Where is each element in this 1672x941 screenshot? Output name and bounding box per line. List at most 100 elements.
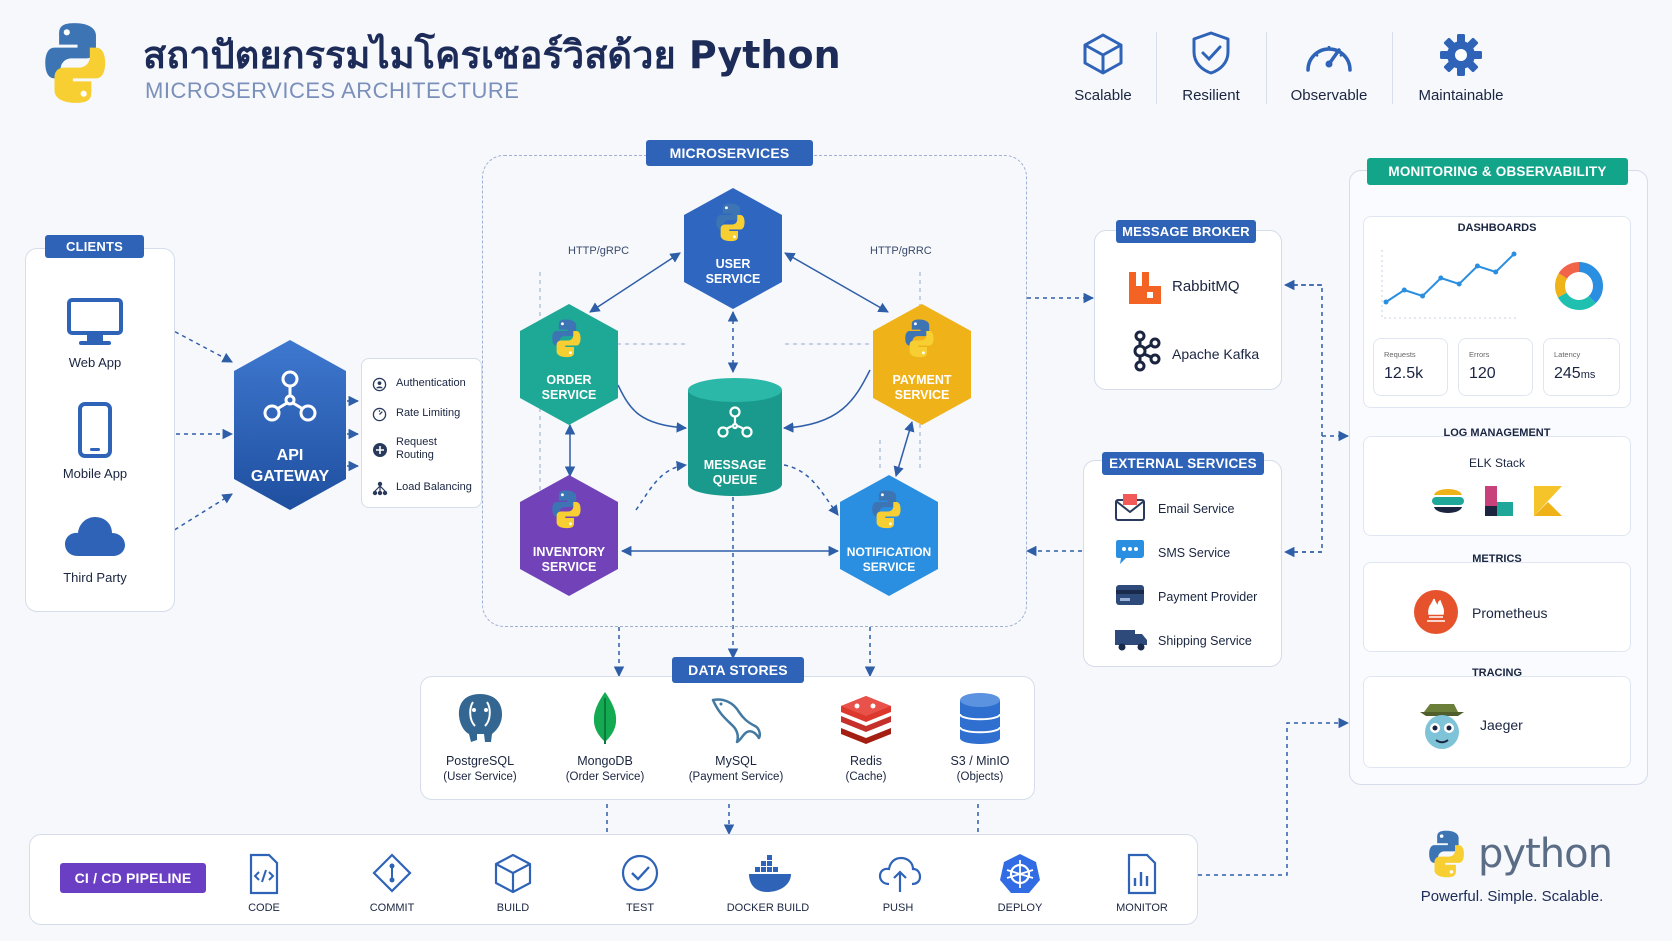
user-service-label: USER SERVICE xyxy=(682,257,784,287)
order-service-line2: SERVICE xyxy=(541,388,597,402)
client-label: Third Party xyxy=(63,570,127,585)
rabbitmq-icon xyxy=(1129,272,1161,304)
chart-point xyxy=(1511,251,1517,257)
datastore-mongodb[interactable]: MongoDB (Order Service) xyxy=(555,690,655,790)
pipeline-step-label: COMMIT xyxy=(369,902,415,914)
datastore-desc: (Order Service) xyxy=(565,771,645,783)
tracing-card xyxy=(1363,676,1631,768)
divider xyxy=(1156,32,1157,104)
speed-icon xyxy=(372,407,387,422)
docker-icon xyxy=(749,855,791,892)
message-queue-line1: MESSAGE xyxy=(703,458,767,472)
payment-service-hexagon[interactable] xyxy=(871,302,973,427)
protocol-label-right: HTTP/gRRC xyxy=(870,245,932,257)
package-icon xyxy=(494,853,532,894)
monitor-icon xyxy=(67,298,123,345)
log-management-title: LOG MANAGEMENT xyxy=(1443,427,1551,439)
user-lock-icon xyxy=(372,377,387,392)
pipeline-step-docker-build[interactable]: DOCKER BUILD xyxy=(718,850,818,918)
external-email[interactable]: Email Service xyxy=(1114,492,1274,522)
datastore-s3-minio[interactable]: S3 / MinIO (Objects) xyxy=(930,690,1030,790)
gear-icon xyxy=(1440,34,1482,76)
inventory-service-line2: SERVICE xyxy=(541,560,597,574)
external-label: SMS Service xyxy=(1158,546,1231,560)
feature-label: Authentication xyxy=(396,377,466,389)
datastore-name: MySQL xyxy=(715,754,757,768)
microservices-tag: MICROSERVICES xyxy=(646,140,813,166)
divider xyxy=(1392,32,1393,104)
external-payment-provider[interactable]: Payment Provider xyxy=(1114,580,1284,610)
smartphone-icon xyxy=(78,402,112,458)
code-file-icon xyxy=(249,853,279,895)
postgresql-icon xyxy=(458,694,502,742)
stat-value: 120 xyxy=(1469,365,1496,383)
inventory-service-hexagon[interactable] xyxy=(518,473,620,598)
divider xyxy=(1266,32,1267,104)
kibana-icon xyxy=(1534,486,1562,516)
pipeline-step-code[interactable]: CODE xyxy=(214,850,314,918)
pipeline-step-deploy[interactable]: DEPLOY xyxy=(970,850,1070,918)
client-label: Mobile App xyxy=(62,466,128,481)
mongodb-icon xyxy=(593,692,617,744)
datastore-desc: (Objects) xyxy=(956,771,1004,783)
page-title: สถาปัตยกรรมไมโครเซอร์วิสด้วย Python xyxy=(143,33,841,77)
datastore-redis[interactable]: Redis (Cache) xyxy=(816,690,916,790)
api-gateway-hexagon[interactable] xyxy=(232,338,348,512)
chart-series-line xyxy=(1385,253,1515,303)
pipeline-step-label: MONITOR xyxy=(1116,902,1168,914)
client-third-party[interactable]: Third Party xyxy=(40,510,150,590)
kubernetes-icon xyxy=(1000,854,1040,893)
kafka-icon xyxy=(1133,330,1161,372)
user-service-line1: USER xyxy=(715,257,751,271)
client-mobile-app[interactable]: Mobile App xyxy=(40,400,150,484)
tracing-title: TRACING xyxy=(1471,667,1523,679)
principle-maintainable: Maintainable xyxy=(1402,30,1520,110)
python-brand-logo-icon xyxy=(1429,830,1464,878)
external-sms[interactable]: SMS Service xyxy=(1114,536,1274,566)
pipeline-step-push[interactable]: PUSH xyxy=(848,850,948,918)
pipeline-tag: CI / CD PIPELINE xyxy=(60,863,206,893)
stat-label: Errors xyxy=(1469,350,1490,359)
broker-label: Apache Kafka xyxy=(1172,346,1260,362)
message-queue-cylinder[interactable] xyxy=(686,376,784,500)
redis-icon xyxy=(841,696,891,744)
stat-number: 12.5k xyxy=(1384,365,1424,382)
datastore-mysql[interactable]: MySQL (Payment Service) xyxy=(676,690,796,790)
broker-kafka[interactable]: Apache Kafka xyxy=(1124,330,1274,372)
pipeline-step-monitor[interactable]: MONITOR xyxy=(1092,850,1192,918)
broker-label: RabbitMQ xyxy=(1172,278,1240,295)
pipeline-step-build[interactable]: BUILD xyxy=(463,850,563,918)
pipeline-step-label: DEPLOY xyxy=(997,902,1043,914)
balance-icon xyxy=(372,481,388,496)
pipeline-step-label: TEST xyxy=(625,902,655,914)
bar-chart-icon xyxy=(1127,853,1157,895)
payment-service-line1: PAYMENT xyxy=(892,373,952,387)
external-shipping[interactable]: Shipping Service xyxy=(1114,624,1274,654)
api-gateway-label-line1: API xyxy=(276,447,304,464)
broker-rabbitmq[interactable]: RabbitMQ xyxy=(1124,270,1274,304)
dashboard-line-chart xyxy=(1381,250,1518,319)
datastore-name: Redis xyxy=(850,754,882,768)
external-services-tag: EXTERNAL SERVICES xyxy=(1102,452,1264,475)
pipeline-step-commit[interactable]: COMMIT xyxy=(342,850,442,918)
datastore-postgresql[interactable]: PostgreSQL (User Service) xyxy=(430,690,530,790)
pipeline-step-label: PUSH xyxy=(882,902,914,914)
clients-tag: CLIENTS xyxy=(45,235,144,258)
protocol-label-left: HTTP/gRPC xyxy=(568,245,630,257)
cloud-upload-icon xyxy=(878,856,922,892)
user-service-hexagon[interactable] xyxy=(682,186,784,311)
feature-label: Rate Limiting xyxy=(396,407,461,419)
principle-scalable: Scalable xyxy=(1060,30,1146,110)
notification-service-hexagon[interactable] xyxy=(838,473,940,598)
stat-label: Latency xyxy=(1554,350,1581,359)
cube-icon xyxy=(1083,33,1123,75)
inventory-service-label: INVENTORY SERVICE xyxy=(518,545,620,575)
jaeger-icon xyxy=(1420,704,1464,749)
pipeline-step-test[interactable]: TEST xyxy=(590,850,690,918)
api-gateway-label: API GATEWAY xyxy=(240,445,340,487)
client-web-app[interactable]: Web App xyxy=(40,292,150,372)
route-icon xyxy=(373,443,387,457)
gauge-icon xyxy=(1306,46,1352,72)
order-service-hexagon[interactable] xyxy=(518,302,620,427)
stat-number: 120 xyxy=(1469,365,1496,382)
